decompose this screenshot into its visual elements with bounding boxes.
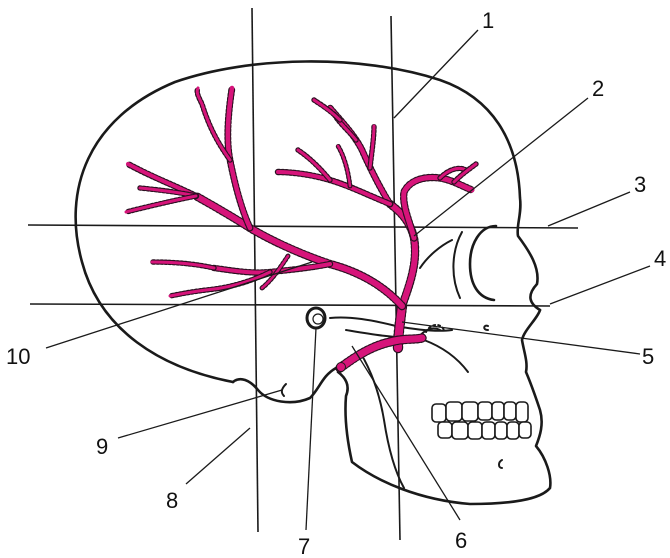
- callout-label-9: 9: [96, 434, 108, 459]
- callout-labels: 1 2 3 4 5 6 7 8 9 10: [6, 8, 666, 558]
- lower-tooth: [495, 422, 507, 439]
- upper-tooth: [492, 402, 504, 420]
- callout-leader-8: [186, 428, 250, 484]
- upper-tooth: [516, 402, 528, 422]
- upper-tooth: [504, 402, 516, 420]
- external-acoustic-meatus-inner: [313, 314, 323, 324]
- callout-label-7: 7: [298, 534, 310, 558]
- callout-leader-7: [306, 328, 316, 530]
- temporal-line-fragment: [420, 240, 452, 268]
- lower-tooth: [482, 422, 495, 439]
- callout-label-8: 8: [166, 488, 178, 513]
- lower-tooth: [438, 422, 452, 438]
- mandibular-notch: [424, 340, 468, 372]
- callout-label-2: 2: [592, 76, 604, 101]
- callout-label-3: 3: [634, 172, 646, 197]
- callout-label-1: 1: [482, 8, 494, 33]
- callout-label-10: 10: [6, 344, 30, 369]
- lower-tooth: [507, 422, 519, 439]
- artery-parietal-twig-4: [126, 196, 196, 212]
- callout-label-6: 6: [455, 528, 467, 553]
- upper-tooth: [432, 404, 446, 422]
- upper-tooth: [446, 402, 462, 421]
- callout-leaders: [46, 30, 650, 530]
- callout-leader-3: [548, 192, 630, 226]
- cranial-vault-outline: [76, 61, 540, 382]
- lower-tooth: [519, 422, 531, 438]
- dentition: [432, 402, 531, 439]
- lower-horizontal-guide-line: [30, 304, 550, 306]
- callout-label-4: 4: [654, 246, 666, 271]
- upper-tooth: [478, 402, 492, 420]
- mastoid-process: [282, 384, 286, 396]
- artery-stem-to-foramen: [340, 338, 422, 368]
- infraorbital-foramen: [484, 326, 488, 330]
- callout-leader-4: [550, 266, 650, 304]
- callout-label-5: 5: [642, 344, 654, 369]
- upper-tooth: [462, 402, 478, 421]
- callout-leader-1: [394, 30, 478, 118]
- callout-leader-2: [414, 98, 588, 236]
- orbit-margin: [470, 226, 496, 300]
- lower-tooth: [468, 422, 482, 439]
- orbit-posterior-rim: [453, 232, 462, 298]
- callout-leader-5: [402, 322, 640, 354]
- guide-lines: [28, 8, 578, 540]
- lower-tooth: [452, 422, 468, 439]
- foramen-spinosum-entry: [337, 363, 346, 372]
- mental-foramen: [499, 460, 502, 468]
- artery-frontal-branch: [404, 178, 472, 238]
